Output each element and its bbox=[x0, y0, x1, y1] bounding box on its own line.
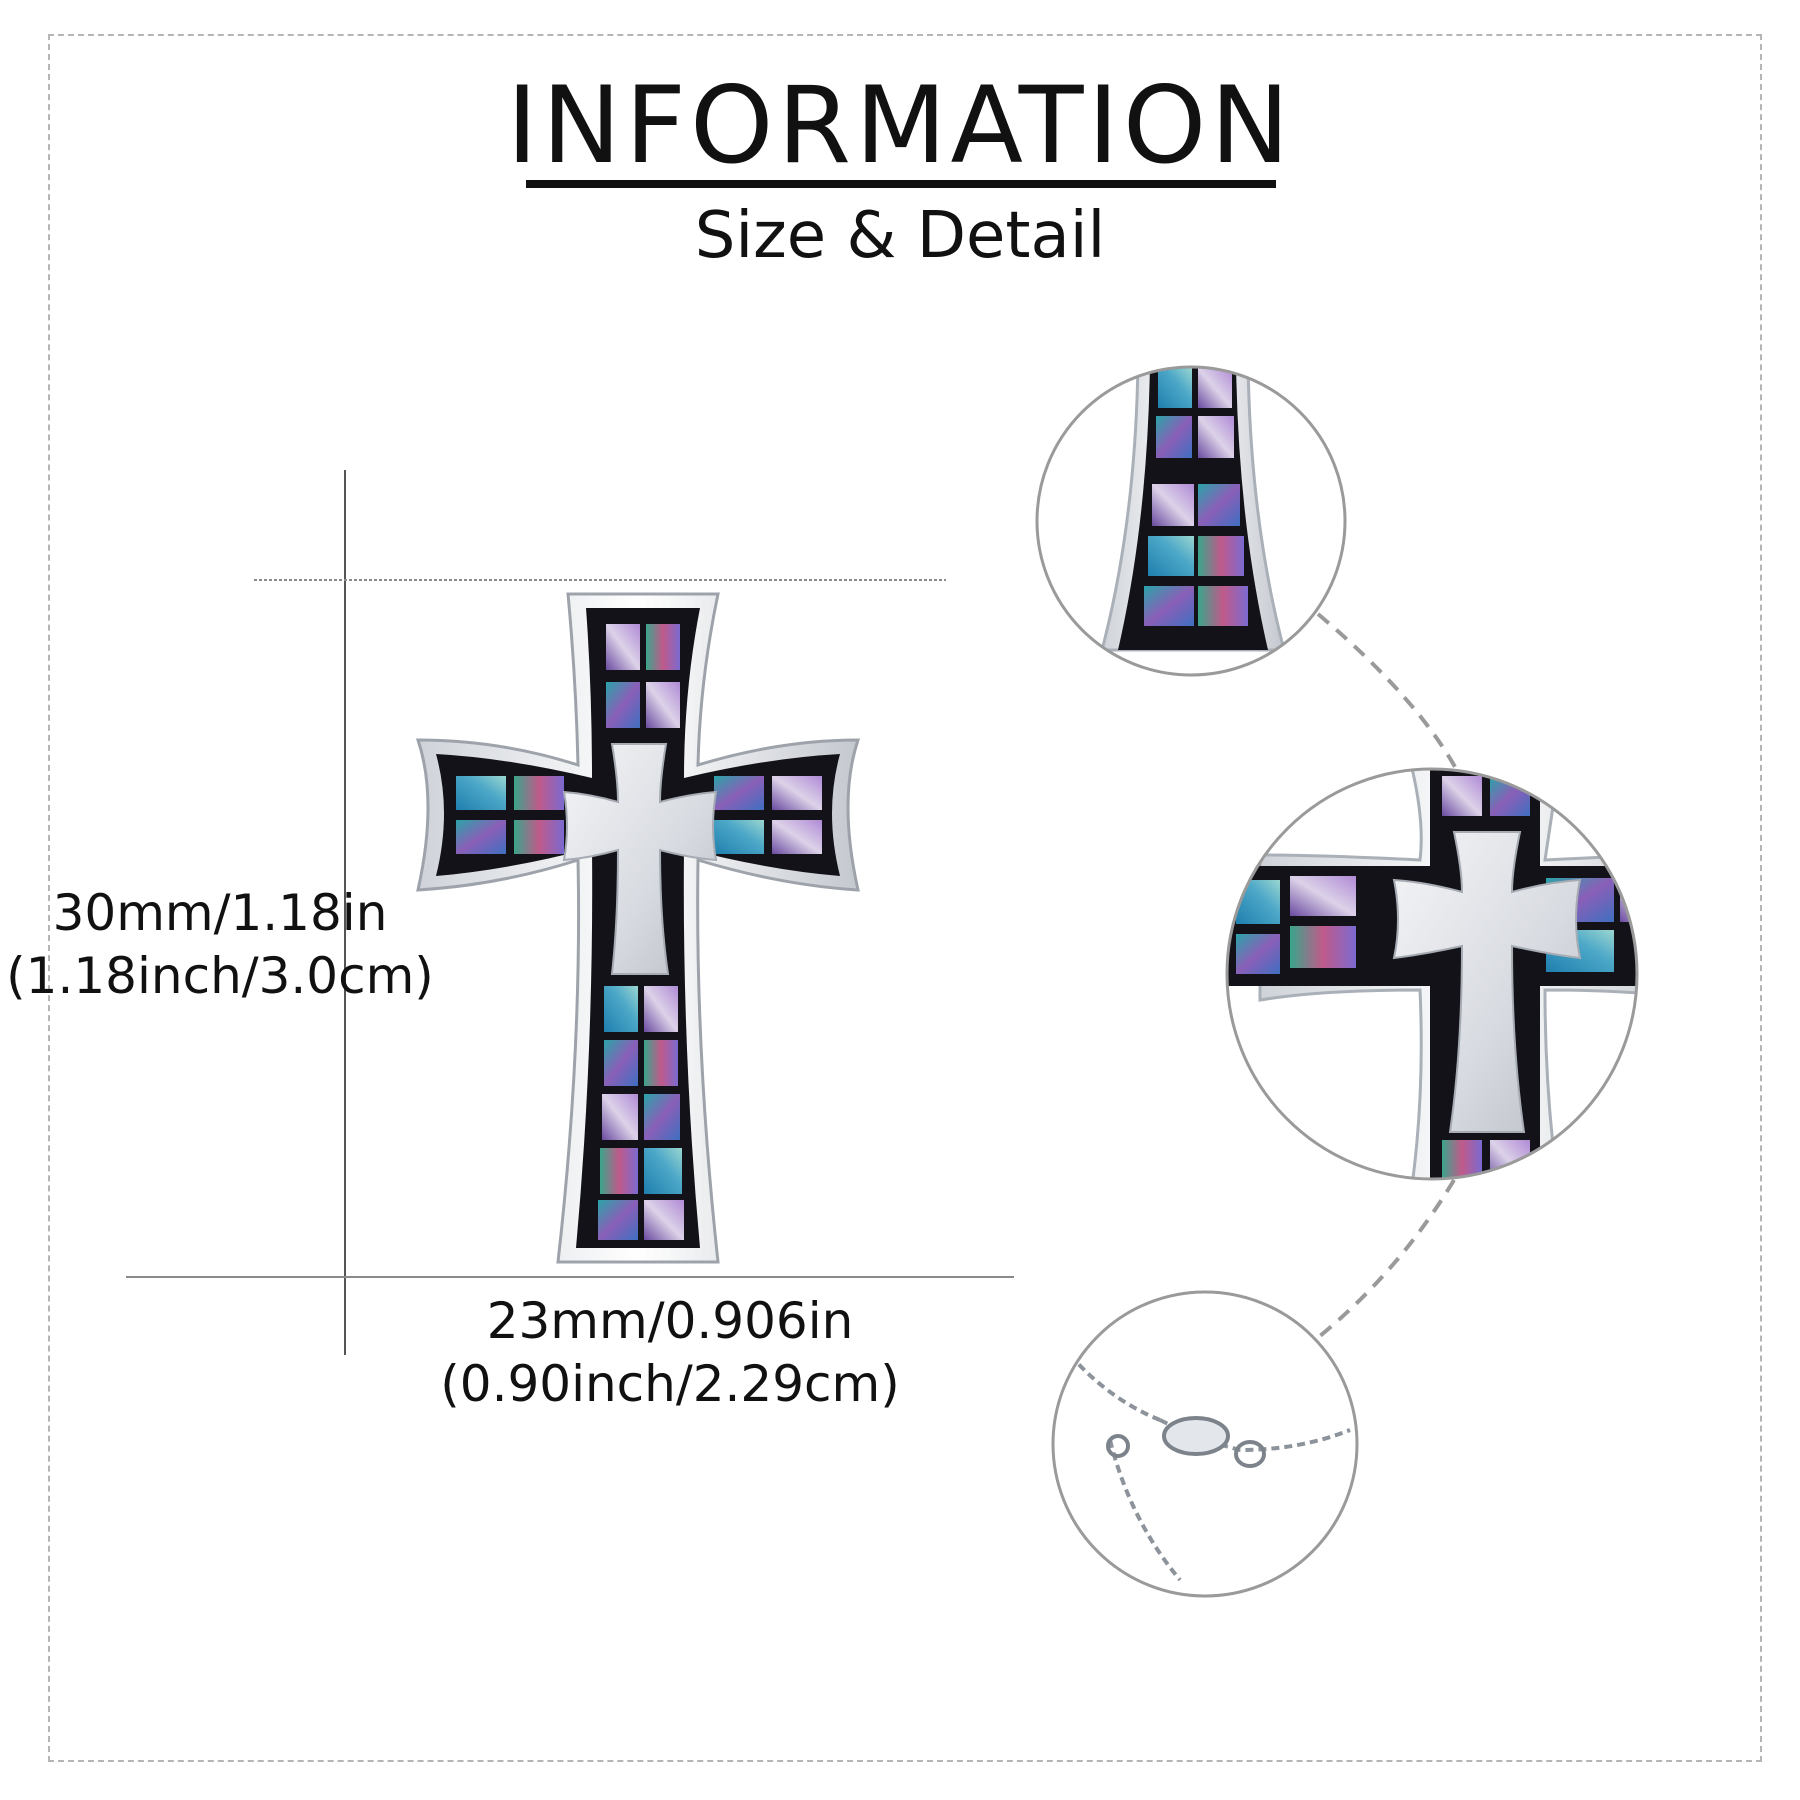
detail-circle-top bbox=[1035, 365, 1347, 677]
detail-circle-center bbox=[1225, 767, 1639, 1181]
connector-bottom bbox=[1318, 1178, 1456, 1338]
width-secondary: (0.90inch/2.29cm) bbox=[440, 1354, 900, 1413]
page-subtitle: Size & Detail bbox=[694, 199, 1106, 273]
title-underline bbox=[526, 180, 1276, 188]
height-dimension-label: 30mm/1.18in (1.18inch/3.0cm) bbox=[0, 882, 440, 1007]
width-primary: 23mm/0.906in bbox=[486, 1292, 854, 1350]
detail-circle-chain bbox=[1051, 1290, 1359, 1598]
width-dimension-label: 23mm/0.906in (0.90inch/2.29cm) bbox=[420, 1290, 920, 1415]
dashed-border bbox=[48, 34, 1762, 1762]
connector-top bbox=[1316, 612, 1462, 777]
height-secondary: (1.18inch/3.0cm) bbox=[6, 946, 434, 1005]
cross-pendant-image bbox=[415, 592, 861, 1264]
page-title: INFORMATION bbox=[506, 64, 1294, 187]
height-primary: 30mm/1.18in bbox=[52, 884, 388, 942]
